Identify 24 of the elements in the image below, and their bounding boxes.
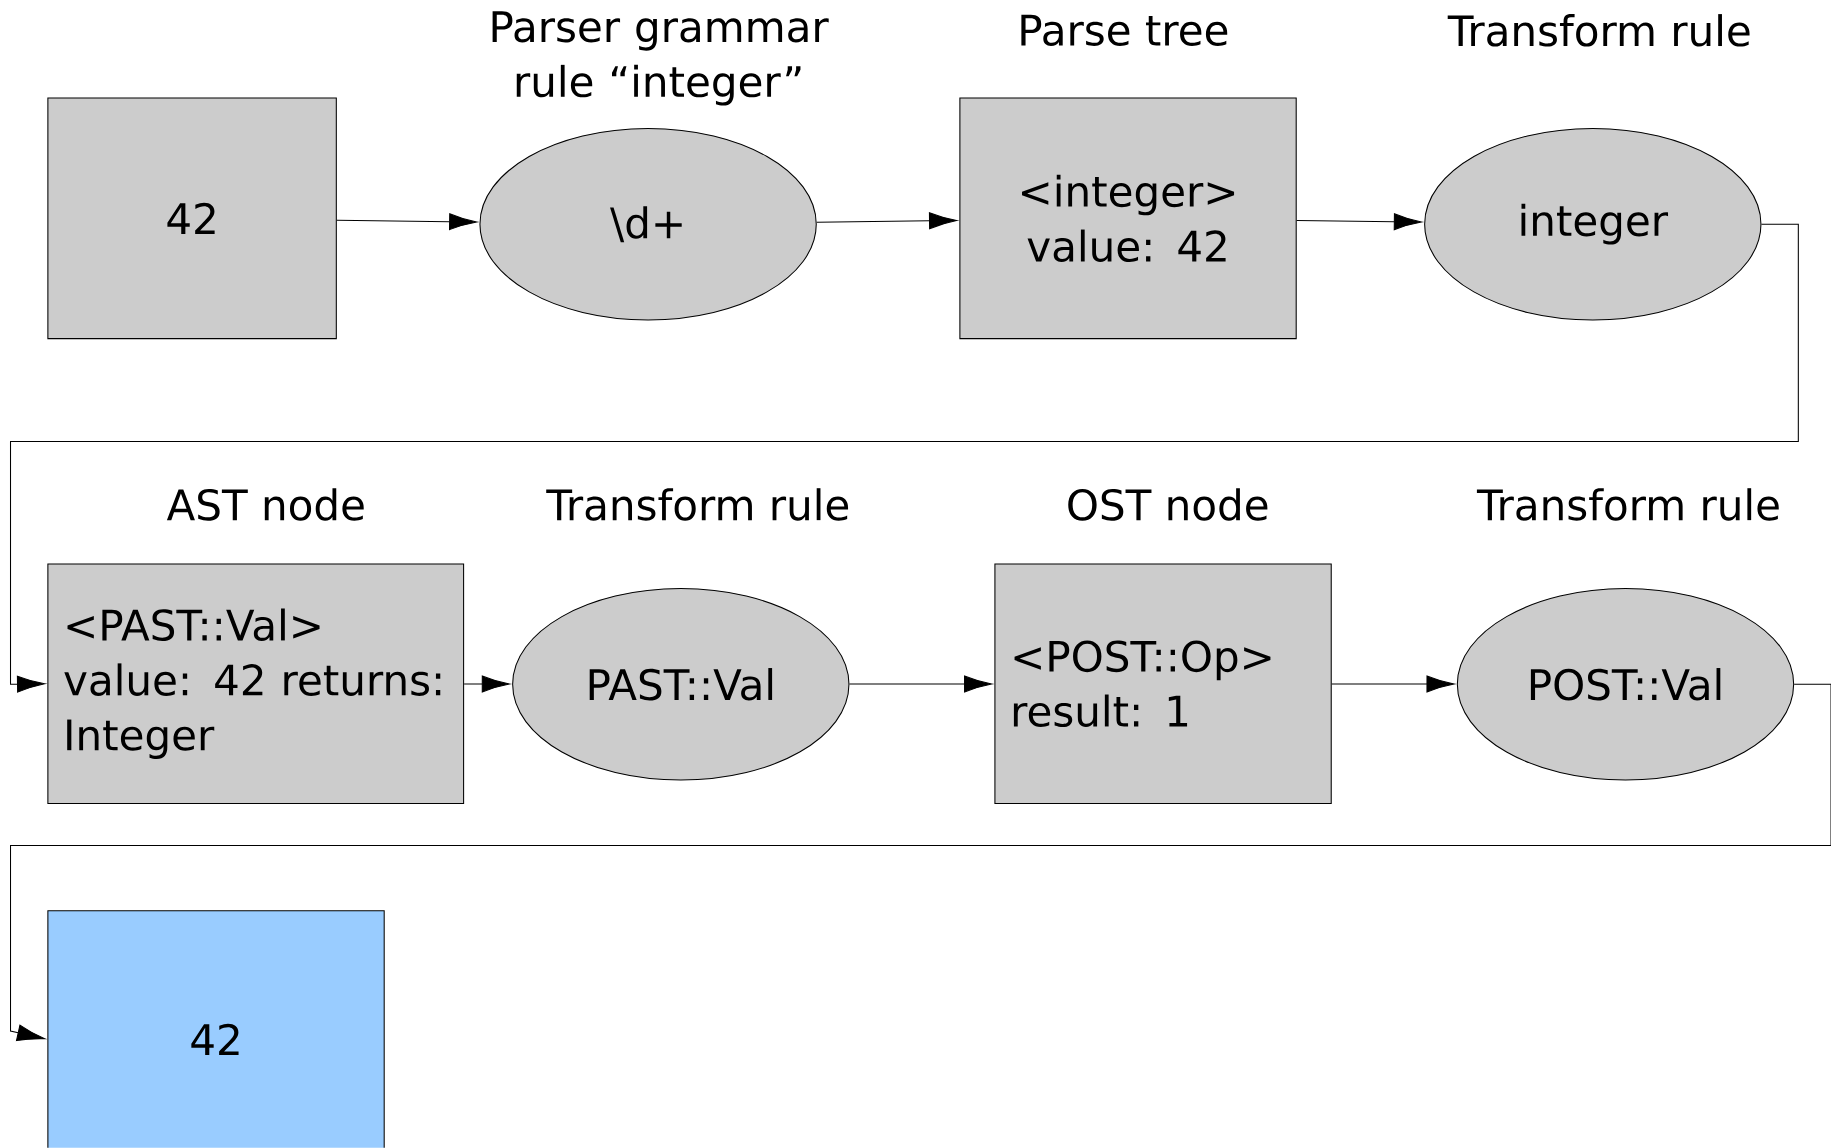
process-box: 42 <box>47 97 337 340</box>
heading: AST node <box>166 488 364 521</box>
heading: Parser grammar rule “integer” <box>492 11 829 106</box>
arrow <box>10 683 1831 1042</box>
arrow <box>1331 675 1455 693</box>
heading: Transform rule <box>1476 488 1779 521</box>
process-box: <POST::Op> result: 1 <box>994 563 1332 804</box>
heading: Parse tree <box>1021 14 1228 47</box>
ellipse-node: POST::Val <box>1456 588 1795 781</box>
arrow <box>10 223 1799 693</box>
arrow <box>463 675 510 693</box>
ellipse-node: PAST::Val <box>512 588 850 781</box>
heading: OST node <box>1068 488 1268 521</box>
arrow <box>848 675 993 693</box>
heading: Transform rule <box>546 488 849 521</box>
process-box: 42 <box>47 910 385 1148</box>
heading: Transform rule <box>1447 14 1750 47</box>
arrow <box>1296 213 1422 231</box>
arrow <box>816 212 958 230</box>
process-box: <PAST::Val> value: 42 returns: Integer <box>47 563 465 804</box>
ellipse-node: integer <box>1424 128 1762 321</box>
process-box: <integer> value: 42 <box>959 97 1297 340</box>
arrow <box>336 213 478 231</box>
ellipse-node: \d+ <box>479 128 817 321</box>
